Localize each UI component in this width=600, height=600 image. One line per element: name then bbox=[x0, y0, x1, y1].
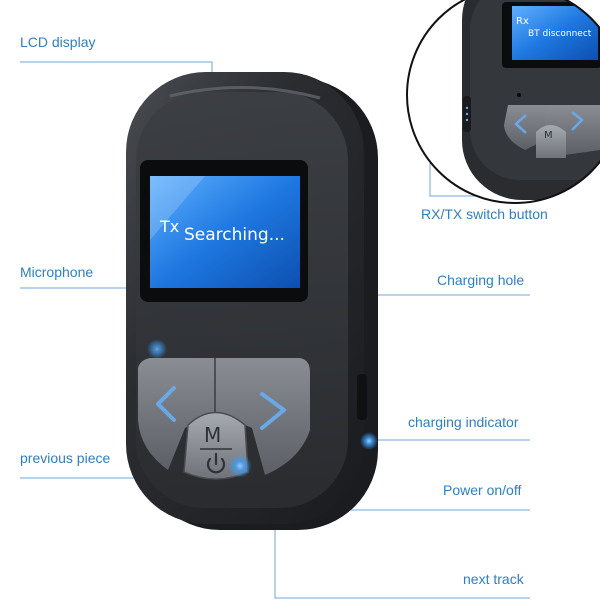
callout-rx-tx-switch: RX/TX switch button bbox=[421, 206, 548, 222]
callout-previous-piece: previous piece bbox=[20, 450, 111, 466]
device: Tx Searching... M bbox=[126, 72, 378, 530]
screen-status-text: Searching... bbox=[184, 225, 285, 245]
chevron-right-icon bbox=[260, 392, 286, 430]
lcd-screen bbox=[150, 176, 300, 288]
inset-mode-key-label: M bbox=[544, 130, 553, 141]
callout-charging-indicator: charging indicator bbox=[408, 414, 519, 430]
charging-indicator-led bbox=[360, 432, 378, 450]
inset-screen-status: BT disconnect bbox=[528, 29, 592, 39]
callout-power-on-off: Power on/off bbox=[443, 482, 522, 498]
previous-key[interactable] bbox=[138, 358, 215, 470]
zoom-inset: Rx BT disconnect M bbox=[406, 0, 600, 204]
callout-charging-hole: Charging hole bbox=[437, 272, 525, 288]
charging-hole bbox=[357, 374, 367, 420]
inset-screen-mode: Rx bbox=[516, 16, 529, 27]
next-key[interactable] bbox=[215, 358, 310, 475]
leader-charging-hole bbox=[367, 294, 530, 380]
callout-microphone: Microphone bbox=[20, 264, 94, 280]
chevron-left-icon bbox=[156, 386, 176, 422]
callout-next-track: next track bbox=[463, 571, 524, 587]
callout-lcd-display: LCD display bbox=[20, 34, 96, 50]
mode-key-label: M bbox=[204, 423, 221, 447]
power-icon bbox=[206, 452, 226, 474]
screen-mode-text: Tx bbox=[159, 217, 179, 236]
